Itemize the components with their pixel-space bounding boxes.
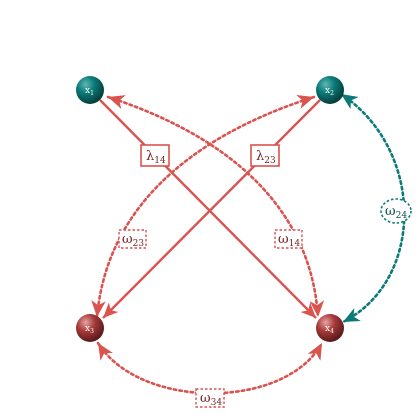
label-lambda23: λ23 [250, 144, 280, 167]
node-x3: x3 [76, 314, 104, 342]
label-omega14: ω14 [274, 229, 303, 249]
svg-text:λ14: λ14 [146, 149, 166, 166]
svg-text:ω14: ω14 [278, 232, 300, 249]
svg-text:ω23: ω23 [122, 232, 144, 249]
label-omega34: ω34 [195, 388, 225, 408]
svg-text:x3: x3 [85, 324, 94, 335]
svg-text:x4: x4 [325, 324, 334, 335]
svg-text:x2: x2 [325, 86, 334, 97]
node-x2: x2 [316, 76, 344, 104]
svg-text:ω34: ω34 [200, 391, 222, 408]
svg-text:λ23: λ23 [256, 149, 276, 166]
node-x1: x1 [76, 76, 104, 104]
label-omega24: ω24 [380, 198, 412, 224]
node-x4: x4 [316, 314, 344, 342]
svg-text:ω24: ω24 [385, 204, 407, 221]
label-lambda14: λ14 [140, 144, 170, 167]
edge-lambda23 [102, 99, 321, 319]
svg-text:x1: x1 [85, 86, 94, 97]
edge-omega23 [91, 95, 316, 319]
edge-omega34 [96, 341, 324, 395]
edge-lambda14 [99, 99, 317, 319]
label-omega23: ω23 [118, 229, 147, 249]
